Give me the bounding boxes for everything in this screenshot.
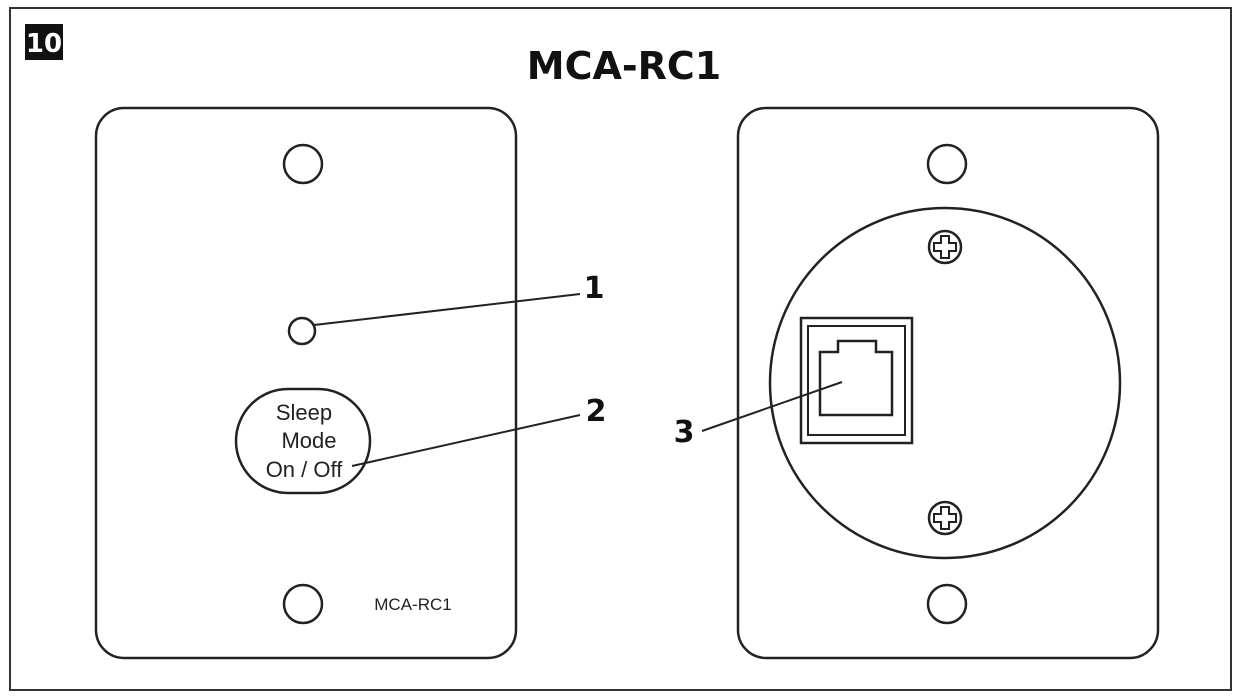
callout-line-port [701,381,843,432]
sleep-mode-button-outline [234,387,372,495]
back-bottom-mounting-hole [926,583,968,625]
button-label-line-1: Sleep [276,400,332,425]
callout-number-button: 2 [586,394,607,429]
bottom-screw-icon [927,500,963,536]
front-panel-plate [94,106,518,660]
back-round-housing [768,206,1122,560]
figure-number-badge: 10 [25,24,63,60]
top-screw-icon [927,229,963,265]
front-model-label: MCA-RC1 [374,595,451,614]
sleep-mode-button: Sleep Mode On / Off [234,387,372,495]
callout-line-led [313,293,581,326]
figure-title: MCA-RC1 [527,44,721,88]
front-bottom-mounting-hole [282,583,324,625]
figure-frame [9,7,1232,691]
button-label-line-2: Mode [281,428,336,453]
callout-number-led: 1 [584,271,605,306]
led-indicator [287,316,317,346]
rj45-port-icon [799,316,914,445]
callout-number-port: 3 [674,415,695,450]
button-label-line-3: On / Off [266,457,344,482]
back-top-mounting-hole [926,143,968,185]
back-panel [736,106,1160,660]
front-top-mounting-hole [282,143,324,185]
figure-number: 10 [26,29,62,59]
callout-line-button [351,414,581,467]
front-panel: Sleep Mode On / Off MCA-RC1 [94,106,518,660]
